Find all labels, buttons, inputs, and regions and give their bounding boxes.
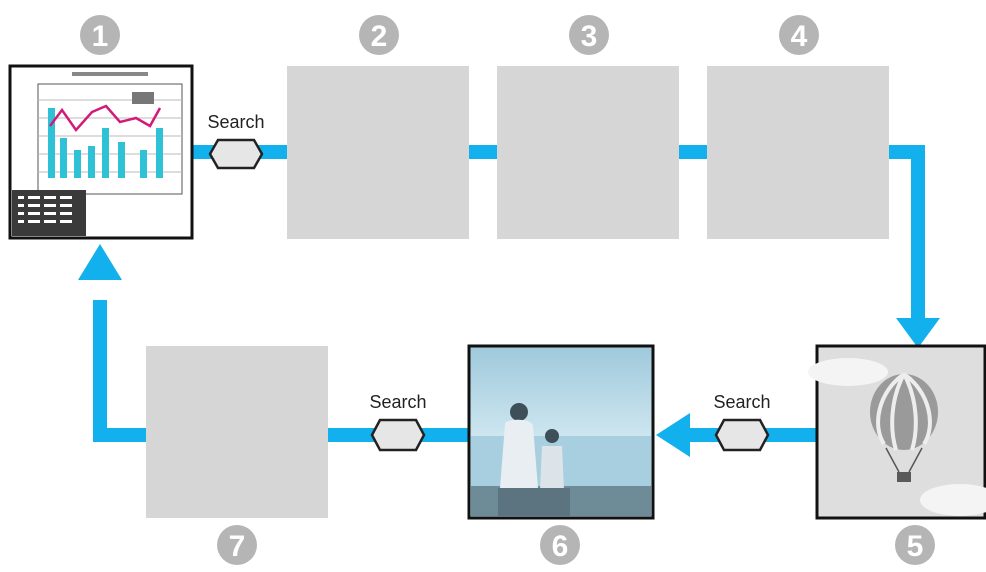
arrow-return-to-source (93, 300, 468, 442)
source-6-beach-photo[interactable] (467, 344, 655, 520)
marker-5: 5 (895, 525, 935, 565)
arrowhead-left (656, 413, 690, 457)
marker-4: 4 (779, 15, 819, 55)
arrowhead-down (896, 318, 940, 348)
marker-5-label: 5 (907, 530, 924, 563)
chart-line-icon (49, 104, 162, 133)
marker-7: 7 (217, 525, 257, 565)
marker-4-label: 4 (791, 20, 808, 53)
marker-1: 1 (80, 15, 120, 55)
marker-6: 6 (540, 525, 580, 565)
marker-2-label: 2 (371, 20, 388, 53)
marker-7-label: 7 (229, 530, 246, 563)
source-4-placeholder[interactable] (707, 66, 889, 239)
source-3-placeholder[interactable] (497, 66, 679, 239)
source-5-balloon-image[interactable] (808, 344, 986, 520)
search-label-1: Search (207, 112, 264, 132)
search-label-2: Search (369, 392, 426, 412)
search-button-2[interactable]: Search (369, 392, 427, 452)
marker-2: 2 (359, 15, 399, 55)
marker-3-label: 3 (581, 20, 598, 53)
search-button-1[interactable]: Search (207, 112, 265, 170)
source-1-computer-screen[interactable] (8, 64, 194, 240)
hot-air-balloon-icon (870, 372, 938, 482)
marker-6-label: 6 (552, 530, 569, 563)
marker-1-label: 1 (92, 20, 109, 53)
chart-bars-icon (48, 108, 163, 178)
source-2-placeholder[interactable] (287, 66, 469, 239)
source-7-placeholder[interactable] (146, 346, 328, 518)
marker-3: 3 (569, 15, 609, 55)
people-silhouette-icon (498, 403, 570, 516)
arrowhead-up (78, 244, 122, 280)
search-label-3: Search (713, 392, 770, 412)
search-button-3[interactable]: Search (713, 392, 771, 452)
